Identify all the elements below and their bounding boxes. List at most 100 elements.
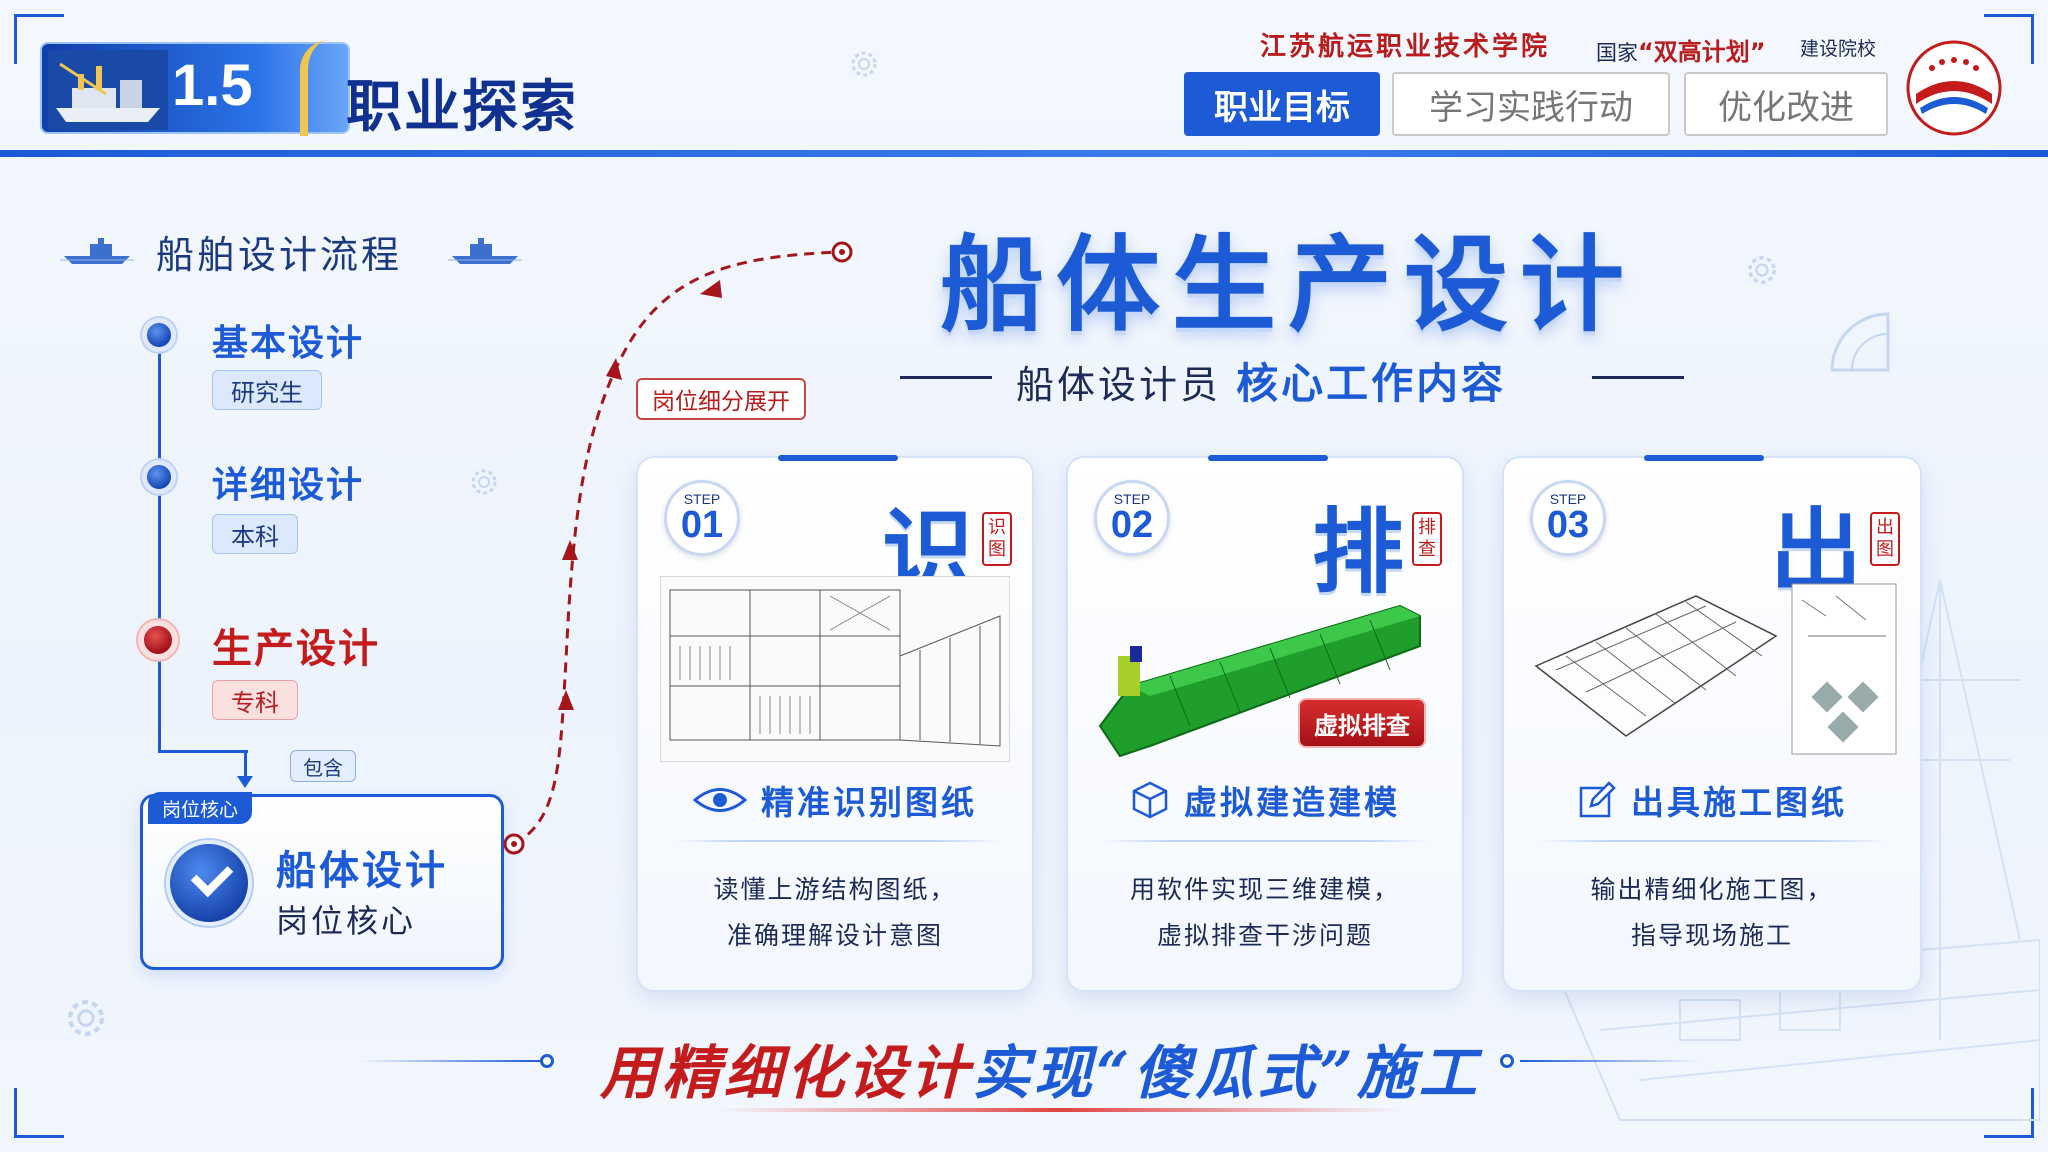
school-tag-prefix: 国家: [1596, 41, 1638, 65]
section-badge: 1.5: [40, 42, 350, 134]
step-badge: STEP 02: [1094, 480, 1170, 556]
card-accent-bar: [1644, 455, 1764, 461]
gear-icon: [67, 999, 105, 1037]
contains-label: 包含: [290, 750, 356, 782]
slogan-line-right: [1520, 1060, 1700, 1062]
expansion-path: [503, 241, 853, 855]
step-word: STEP: [683, 491, 721, 507]
card-divider: [1104, 840, 1430, 842]
school-tag: 国家“双高计划”: [1596, 32, 1766, 67]
flow-stage-dot: [142, 318, 176, 352]
tab-learning-practice[interactable]: 学习实践行动: [1392, 72, 1670, 136]
step-seal: 排查: [1412, 512, 1442, 566]
card-heading: 虚拟建造建模: [1068, 776, 1462, 824]
flow-stage-dot: [142, 460, 176, 494]
gear-icon: [1748, 256, 1776, 284]
step-word: STEP: [1549, 491, 1587, 507]
stage-basic-design: 基本设计: [212, 323, 365, 364]
step-big-char: 排: [1311, 498, 1404, 606]
virtual-check-button[interactable]: 虚拟排查: [1298, 698, 1426, 748]
flow-arrow-icon: [237, 752, 253, 788]
card-heading-text: 精准识别图纸: [761, 783, 977, 822]
core-subtitle: 岗位核心: [276, 902, 417, 940]
corner-bracket-bottom-left: [14, 1088, 64, 1138]
3d-ship-model-image: [1098, 604, 1421, 758]
subtitle-prefix: 船体设计员: [1016, 363, 1222, 407]
flow-connector-line: [158, 332, 161, 752]
card-desc-line2: 指导现场施工: [1630, 921, 1793, 950]
protractor-icon: [1830, 312, 1890, 372]
tab-optimization[interactable]: 优化改进: [1684, 72, 1888, 136]
slogan-dot-right: [1500, 1054, 1514, 1068]
step-number: 02: [1110, 504, 1154, 546]
step-number: 03: [1546, 504, 1590, 546]
main-subtitle: 船体设计员 核心工作内容: [1016, 350, 1506, 411]
flow-connector-turn: [158, 750, 248, 753]
corner-bracket-bottom-right: [1984, 1088, 2034, 1138]
ship-icon: [448, 238, 522, 264]
slogan: 用精细化设计实现“傻瓜式”施工: [600, 1026, 1481, 1110]
main-title: 船体生产设计: [940, 224, 1637, 346]
flow-title: 船舶设计流程: [156, 233, 403, 277]
slogan-red-part: 用精细化设计: [600, 1039, 973, 1107]
card-desc-line1: 用软件实现三维建模，: [1129, 875, 1400, 904]
card-desc-line2: 准确理解设计意图: [726, 921, 943, 950]
core-title: 船体设计: [276, 848, 448, 894]
tab-career-goal[interactable]: 职业目标: [1184, 72, 1380, 136]
card-heading-text: 虚拟建造建模: [1184, 783, 1400, 822]
stage-level-chip-active: 专科: [212, 680, 298, 720]
core-tag: 岗位核心: [148, 792, 253, 824]
card-desc-line1: 输出精细化施工图，: [1590, 875, 1834, 904]
flow-stage-dot-active: [138, 620, 178, 660]
step-seal: 出图: [1870, 512, 1900, 566]
step-seal: 识图: [982, 512, 1012, 566]
step-word: STEP: [1113, 491, 1151, 507]
eye-icon: [693, 788, 747, 812]
gear-icon: [851, 51, 877, 77]
card-heading-text: 出具施工图纸: [1631, 783, 1847, 822]
gear-icon: [471, 469, 497, 495]
section-divider-accent: [300, 40, 330, 136]
ship-thumbnail-icon: [48, 50, 168, 130]
expand-label: 岗位细分展开: [636, 378, 806, 420]
school-tag-suffix: 建设院校: [1800, 38, 1877, 60]
card-desc-line2: 虚拟排查干涉问题: [1156, 921, 1373, 950]
header-divider: [0, 150, 2048, 157]
slogan-blue-part: 实现“傻瓜式”施工: [972, 1039, 1481, 1107]
subtitle-highlight: 核心工作内容: [1236, 359, 1507, 408]
corner-bracket-top-left: [14, 14, 64, 64]
card-accent-bar: [778, 455, 898, 461]
school-tag-highlight: “双高计划”: [1638, 38, 1766, 66]
ship-icon: [60, 238, 134, 264]
step-badge: STEP 03: [1530, 480, 1606, 556]
stage-level-chip: 本科: [212, 514, 298, 554]
stage-detailed-design: 详细设计: [212, 465, 365, 506]
step-card-3: STEP 03 出 出图 出具施工图纸 输出精细化施工图， 指导现场施工: [1502, 455, 1922, 992]
step-card-2: STEP 02 排 排查 虚拟排查 虚拟建造建模 用软件实现三维建模， 虚拟排查…: [1066, 455, 1464, 992]
step-number: 01: [680, 504, 724, 546]
card-divider: [1540, 840, 1888, 842]
school-name: 江苏航运职业技术学院: [1260, 32, 1551, 62]
card-accent-bar: [1208, 455, 1328, 461]
check-icon: [166, 840, 252, 926]
school-logo-icon: [1906, 40, 2002, 136]
step-card-1: STEP 01 识 识图 精准识别图纸 读: [636, 455, 1034, 992]
card-desc-line1: 读懂上游结构图纸，: [713, 875, 957, 904]
card-heading: 出具施工图纸: [1504, 776, 1920, 824]
card-heading: 精准识别图纸: [638, 776, 1032, 824]
stage-production-design: 生产设计: [212, 626, 380, 672]
subtitle-divider-right: [1592, 376, 1684, 379]
construction-drawing-image: [1534, 583, 1897, 755]
edit-icon: [1579, 781, 1616, 818]
cube-icon: [1132, 781, 1168, 819]
card-divider: [674, 840, 1000, 842]
subtitle-divider-left: [900, 376, 992, 379]
slogan-line-left: [360, 1060, 540, 1062]
section-number: 1.5: [172, 53, 253, 118]
corner-bracket-top-right: [1984, 14, 2034, 64]
slogan-underline-glow: [720, 1108, 1400, 1112]
slogan-dot-left: [540, 1054, 554, 1068]
section-title: 职业探索: [346, 75, 578, 140]
step-badge: STEP 01: [664, 480, 740, 556]
structural-drawing-image: [660, 576, 1010, 762]
